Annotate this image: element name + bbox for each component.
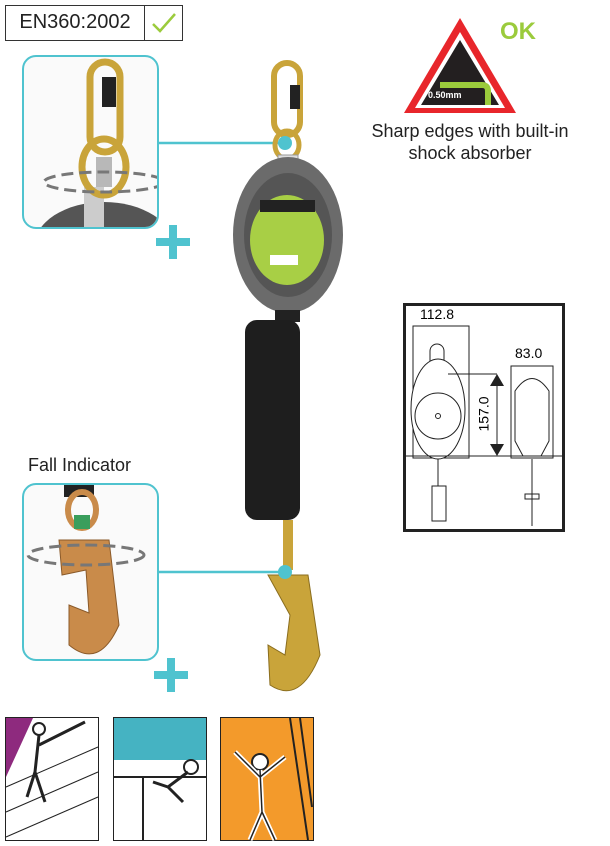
dimension-width-front: 112.8 [420,306,454,322]
caption-line-2: shock absorber [408,143,532,163]
plus-icon [153,222,193,267]
fall-indicator-inset [22,483,159,661]
roof-work-pictogram [5,717,99,841]
plus-icon [151,655,191,700]
pole-climbing-pictogram [220,717,314,841]
dimensions-drawing: 112.8 83.0 157.0 [403,303,565,532]
standard-label: EN360:2002 [6,6,145,40]
retractable-lifeline-illustration [158,60,343,692]
snap-hook-illustration [26,485,146,655]
sharp-edge-warning-icon: 0.50mm [404,18,516,113]
swivel-carabiner-illustration [41,58,157,227]
sharp-edge-caption: Sharp edges with built-in shock absorber [340,120,600,164]
dimension-height: 157.0 [475,396,492,432]
svg-text:0.50mm: 0.50mm [428,90,462,100]
edge-work-pictogram [113,717,207,841]
standard-badge: EN360:2002 [5,5,183,41]
dimension-width-side: 83.0 [515,345,543,361]
caption-line-1: Sharp edges with built-in [371,121,569,141]
ok-label: OK [500,18,536,45]
swivel-detail-inset [22,55,159,229]
check-icon [145,6,182,40]
fall-indicator-label: Fall Indicator [28,455,132,475]
